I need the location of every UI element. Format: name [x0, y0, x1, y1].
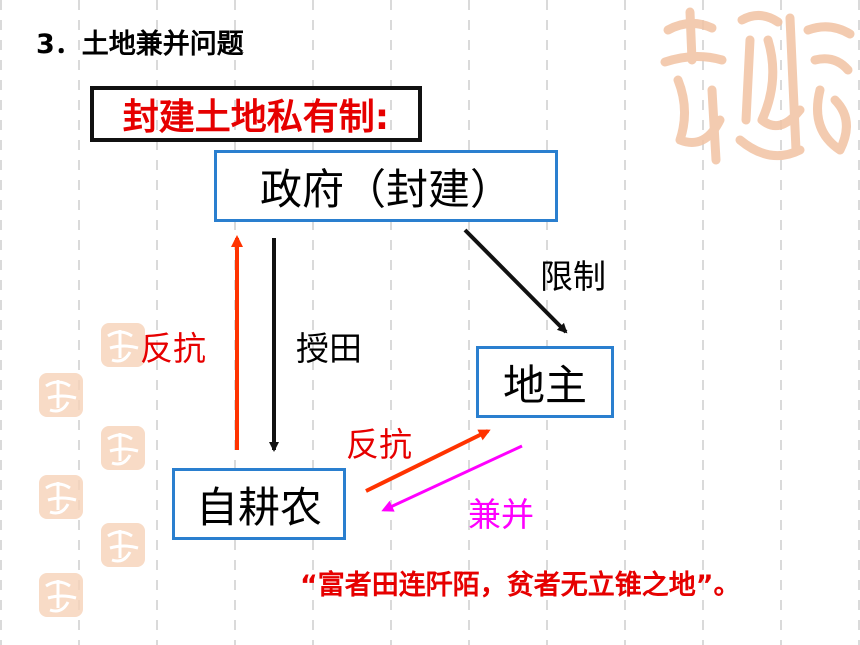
- seal-icon: [39, 573, 83, 617]
- quote-text: “富者田连阡陌，贫者无立锥之地”。: [300, 570, 741, 601]
- edge-label-annex: 兼并: [468, 495, 534, 534]
- seal-icon: [101, 323, 145, 367]
- node-farmer: 自耕农: [172, 468, 346, 540]
- node-landlord: 地主: [476, 346, 614, 418]
- auspicious-seal-icon: [660, 7, 855, 165]
- arrow-gov-to-landlord: [463, 228, 568, 334]
- edge-label-grant-land: 授田: [296, 329, 362, 368]
- seal-icon: [101, 426, 145, 470]
- node-farmer-label: 自耕农: [195, 482, 322, 532]
- seal-icon: [101, 523, 145, 567]
- edge-label-restrict: 限制: [540, 257, 606, 296]
- system-title-box: 封建土地私有制:: [90, 86, 422, 142]
- edge-label-resist-gov: 反抗: [140, 329, 206, 368]
- node-government: 政府（封建）: [214, 150, 558, 222]
- node-landlord-label: 地主: [502, 360, 587, 410]
- system-title: 封建土地私有制:: [122, 97, 390, 138]
- section-heading: 3．土地兼并问题: [36, 29, 244, 60]
- arrow-landlord-to-farmer: [381, 444, 523, 512]
- seal-icon: [39, 475, 83, 519]
- node-government-label: 政府（封建）: [259, 164, 512, 214]
- edge-label-resist-landlord: 反抗: [346, 425, 412, 464]
- arrow-farmer-to-landlord: [365, 429, 491, 493]
- seal-icon: [39, 373, 83, 417]
